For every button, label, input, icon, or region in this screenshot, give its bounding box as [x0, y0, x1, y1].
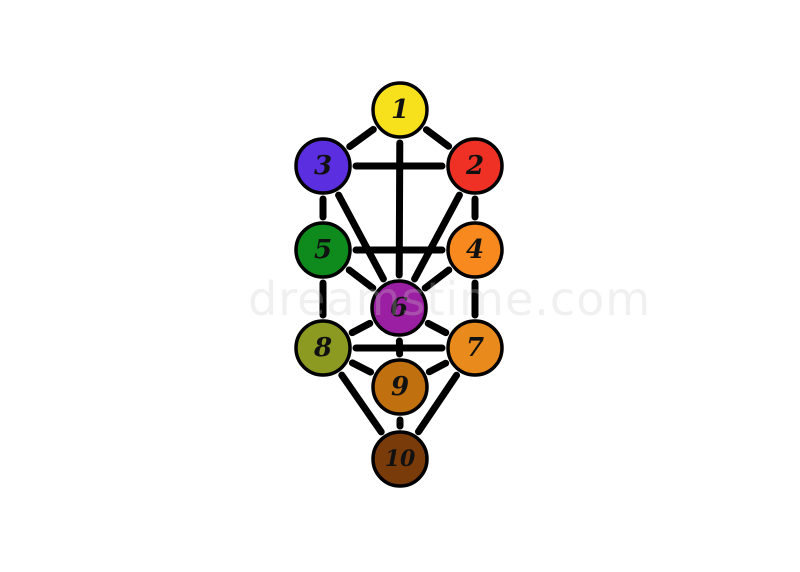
sephirah-node-5: 5 — [294, 221, 352, 279]
sephirah-label-6: 6 — [390, 293, 408, 323]
path-4-6 — [421, 266, 453, 292]
nodes-layer: 1 2 3 4 5 6 7 8 9 10 — [294, 81, 504, 488]
sephirah-circle-10 — [371, 430, 429, 488]
sephirah-circle-8 — [294, 319, 352, 377]
sephirah-label-4: 4 — [466, 235, 484, 265]
path-8-9 — [348, 359, 375, 376]
sephirah-circle-9 — [371, 358, 429, 416]
sephirah-circle-3 — [294, 137, 352, 195]
path-6-8 — [348, 319, 374, 337]
sephirah-circle-6 — [370, 279, 428, 337]
sephirah-label-5: 5 — [314, 235, 332, 265]
sephirah-node-4: 4 — [446, 221, 504, 279]
path-1-2 — [422, 126, 453, 150]
sephirah-label-7: 7 — [466, 333, 484, 363]
sephirah-circle-4 — [446, 221, 504, 279]
sephirah-node-10: 10 — [371, 430, 429, 488]
sephirah-circle-5 — [294, 221, 352, 279]
sephirah-label-8: 8 — [313, 333, 332, 363]
path-2-6 — [411, 191, 463, 283]
sephirah-node-2: 2 — [446, 137, 504, 195]
sephirah-node-3: 3 — [294, 137, 352, 195]
path-7-9 — [425, 359, 450, 376]
sephirah-circle-1 — [371, 81, 429, 139]
path-1-3 — [346, 125, 377, 151]
path-7-10 — [415, 371, 460, 436]
sephirah-label-1: 1 — [391, 95, 409, 125]
sephirah-node-9: 9 — [371, 358, 429, 416]
path-5-6 — [345, 266, 377, 292]
path-3-6 — [335, 191, 387, 283]
sephirah-node-1: 1 — [371, 81, 429, 139]
sephirah-label-2: 2 — [465, 151, 484, 181]
sephirah-label-10: 10 — [385, 446, 416, 472]
sephirah-label-9: 9 — [391, 372, 409, 402]
sephirah-circle-2 — [446, 137, 504, 195]
sephirah-node-8: 8 — [294, 319, 352, 377]
path-6-7 — [424, 319, 450, 337]
sephirah-node-7: 7 — [446, 319, 504, 377]
sephirah-circle-7 — [446, 319, 504, 377]
sephirah-label-3: 3 — [314, 151, 332, 181]
sephirah-node-6: 6 — [370, 279, 428, 337]
edges-layer — [319, 125, 479, 436]
path-8-10 — [338, 371, 385, 436]
